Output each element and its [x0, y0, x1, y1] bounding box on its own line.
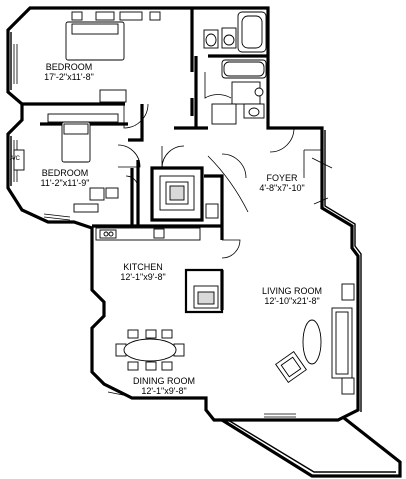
room-label-kitchen: KITCHEN 12'-1"x9'-8": [110, 262, 176, 282]
ac-unit-label: A/C: [9, 156, 20, 162]
room-name: FOYER: [266, 173, 298, 183]
room-label-foyer: FOYER 4'-8"x7'-10": [250, 173, 314, 193]
room-label-bedroom-master: BEDROOM 17'-2"x11'-8": [34, 62, 104, 82]
living-room-furniture: [275, 283, 355, 395]
room-name: BEDROOM: [41, 168, 89, 178]
room-label-dining-room: DINING ROOM 12'-1"x9'-8": [124, 376, 204, 396]
room-label-living-room: LIVING ROOM 12'-10"x21'-8": [252, 286, 332, 306]
room-dimensions: 11'-2"x11'-9": [40, 178, 90, 188]
master-bedroom-furniture: [65, 11, 161, 103]
dining-table: [115, 329, 185, 371]
room-name: KITCHEN: [123, 262, 163, 272]
interior-walls: [22, 8, 268, 314]
room-dimensions: 12'-1"x9'-8": [120, 272, 166, 282]
room-name: LIVING ROOM: [261, 286, 322, 296]
room-label-bedroom-second: BEDROOM 11'-2"x11'-9": [30, 168, 100, 188]
room-name: DINING ROOM: [133, 376, 195, 386]
second-bedroom-furniture: [13, 113, 119, 213]
doors: [117, 72, 322, 259]
room-name: BEDROOM: [45, 62, 93, 72]
exterior-walls: [6, 6, 362, 422]
room-dimensions: 17'-2"x11'-8": [44, 72, 94, 82]
bath-fixtures: [203, 11, 267, 125]
mechanical-box: [159, 175, 219, 219]
room-dimensions: 12'-10"x21'-8": [264, 296, 320, 306]
windows: [13, 44, 333, 418]
balcony: [221, 416, 402, 478]
room-dimensions: 12'-1"x9'-8": [141, 386, 187, 396]
kitchen-fixtures: [95, 227, 219, 309]
room-dimensions: 4'-8"x7'-10": [259, 183, 305, 193]
